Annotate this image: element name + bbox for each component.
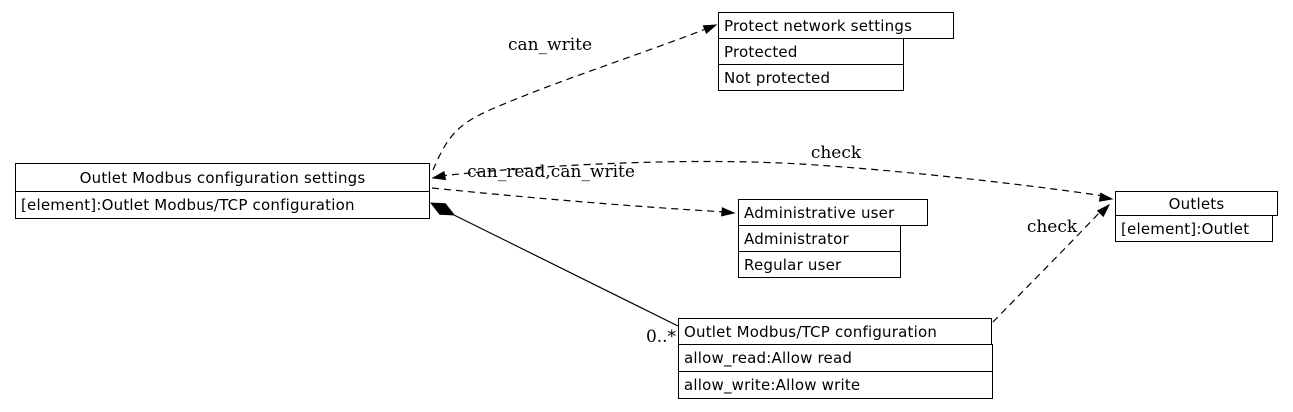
node-outlets: Outlets [element]:Outlet	[1115, 191, 1278, 242]
node-outlet-modbus-settings: Outlet Modbus configuration settings [el…	[15, 163, 430, 219]
edge-label-can-read-can-write: can_read,can_write	[467, 162, 635, 182]
edge-check-config-outlets	[992, 203, 1111, 323]
node-protect-network-settings-row-not-protected: Not protected	[718, 64, 904, 91]
node-outlets-row-element: [element]:Outlet	[1115, 215, 1273, 242]
node-administrative-user-row-regular-user: Regular user	[738, 251, 901, 278]
composition-diamond-icon	[429, 202, 456, 216]
edge-label-check-top: check	[810, 143, 862, 163]
node-outlet-modbus-tcp-configuration-row-allow-read: allow_read:Allow read	[678, 344, 993, 372]
edge-label-multiplicity: 0..*	[645, 327, 677, 347]
edge-can-read-can-write	[431, 187, 736, 217]
edge-check-settings-outlets	[431, 160, 1114, 202]
node-administrative-user: Administrative user Administrator Regula…	[738, 199, 928, 278]
node-administrative-user-title: Administrative user	[738, 199, 928, 226]
node-outlet-modbus-tcp-configuration-row-allow-write: allow_write:Allow write	[678, 371, 993, 399]
node-protect-network-settings: Protect network settings Protected Not p…	[718, 12, 954, 91]
node-administrative-user-row-administrator: Administrator	[738, 225, 901, 252]
node-outlet-modbus-tcp-configuration-title: Outlet Modbus/TCP configuration	[678, 318, 992, 345]
node-outlet-modbus-settings-title: Outlet Modbus configuration settings	[15, 163, 430, 192]
node-protect-network-settings-row-protected: Protected	[718, 38, 904, 65]
edge-label-can-write: can_write	[507, 35, 593, 55]
node-protect-network-settings-title: Protect network settings	[718, 12, 954, 39]
edge-label-check-bottom: check	[1026, 217, 1078, 237]
edge-can-write	[432, 24, 718, 171]
node-outlets-title: Outlets	[1115, 191, 1278, 216]
node-outlet-modbus-tcp-configuration: Outlet Modbus/TCP configuration allow_re…	[678, 318, 993, 399]
edge-composition	[429, 202, 679, 327]
node-outlet-modbus-settings-row-element: [element]:Outlet Modbus/TCP configuratio…	[15, 191, 430, 219]
